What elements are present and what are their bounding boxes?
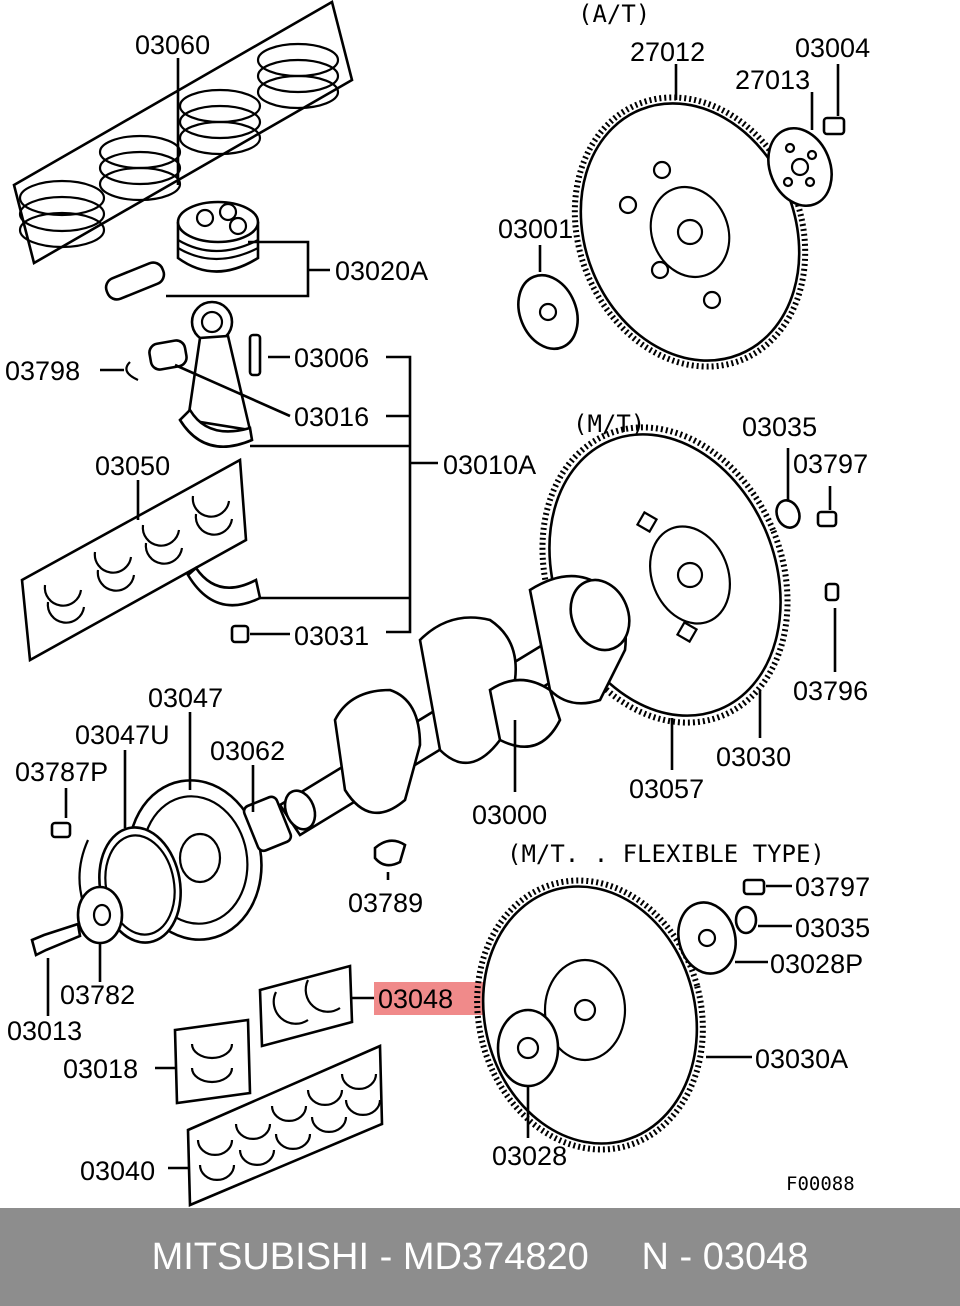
crank-pulley <box>30 712 293 1016</box>
note-at: (A/T) <box>578 0 650 28</box>
label-03047U: 03047U <box>75 720 170 750</box>
label-03018: 03018 <box>63 1054 138 1084</box>
label-03030: 03030 <box>716 742 791 772</box>
crankshaft <box>278 574 631 880</box>
label-03031: 03031 <box>294 621 369 651</box>
label-03047: 03047 <box>148 683 223 713</box>
label-03057: 03057 <box>629 774 704 804</box>
label-03013: 03013 <box>7 1016 82 1046</box>
piston-assembly <box>104 200 330 301</box>
label-03789: 03789 <box>348 888 423 918</box>
label-03020A: 03020A <box>335 256 428 286</box>
adapter-plate <box>767 64 846 208</box>
label-03797: 03797 <box>793 449 868 479</box>
label-03796: 03796 <box>793 676 868 706</box>
piston-rings-group <box>12 0 354 265</box>
label-03006: 03006 <box>294 343 369 373</box>
caption-bar: MITSUBISHI - MD374820 N - 03048 <box>0 1208 960 1306</box>
label-03050: 03050 <box>95 451 170 481</box>
part-number-caption: MITSUBISHI - MD374820 N - 03048 <box>151 1235 809 1278</box>
label-03016: 03016 <box>294 402 369 432</box>
main-bearing-upper-group <box>155 1018 252 1105</box>
label-03000: 03000 <box>472 800 547 830</box>
flexible-flywheel <box>474 877 792 1153</box>
label-03028: 03028 <box>492 1141 567 1171</box>
label-03787P: 03787P <box>15 757 108 787</box>
label-03048: 03048 <box>378 984 453 1014</box>
label-03035: 03035 <box>742 412 817 442</box>
label-03040: 03040 <box>80 1156 155 1186</box>
label-03062: 03062 <box>210 736 285 766</box>
note-mt-flexible: (M/T. . FLEXIBLE TYPE) <box>507 840 825 868</box>
label-03782: 03782 <box>60 980 135 1010</box>
conrod-bearings-group <box>20 457 248 663</box>
label-03010A: 03010A <box>443 450 536 480</box>
drive-plate-at <box>571 64 809 370</box>
label-27013: 27013 <box>735 65 810 95</box>
main-bearing-set-group <box>168 1044 384 1207</box>
parts-diagram: (A/T) (M/T) (M/T. . FLEXIBLE TYPE) F0008… <box>5 0 871 1207</box>
label-03028P: 03028P <box>770 949 863 979</box>
part-labels: (A/T) (M/T) (M/T. . FLEXIBLE TYPE) F0008… <box>5 0 870 1195</box>
label-03797-flex: 03797 <box>795 872 870 902</box>
label-03060: 03060 <box>135 30 210 60</box>
highlight-marker <box>374 982 486 1015</box>
label-03798: 03798 <box>5 356 80 386</box>
label-27012: 27012 <box>630 37 705 67</box>
spacer-plate <box>517 245 579 351</box>
thrust-bearing-group <box>258 964 486 1048</box>
label-03001: 03001 <box>498 214 573 244</box>
label-03004: 03004 <box>795 33 870 63</box>
connecting-rod <box>100 300 438 634</box>
rod-cap <box>186 566 290 644</box>
figure-code: F00088 <box>786 1173 855 1195</box>
label-03035-flex: 03035 <box>795 913 870 943</box>
note-mt: (M/T) <box>573 410 645 438</box>
label-03030A: 03030A <box>755 1044 848 1074</box>
